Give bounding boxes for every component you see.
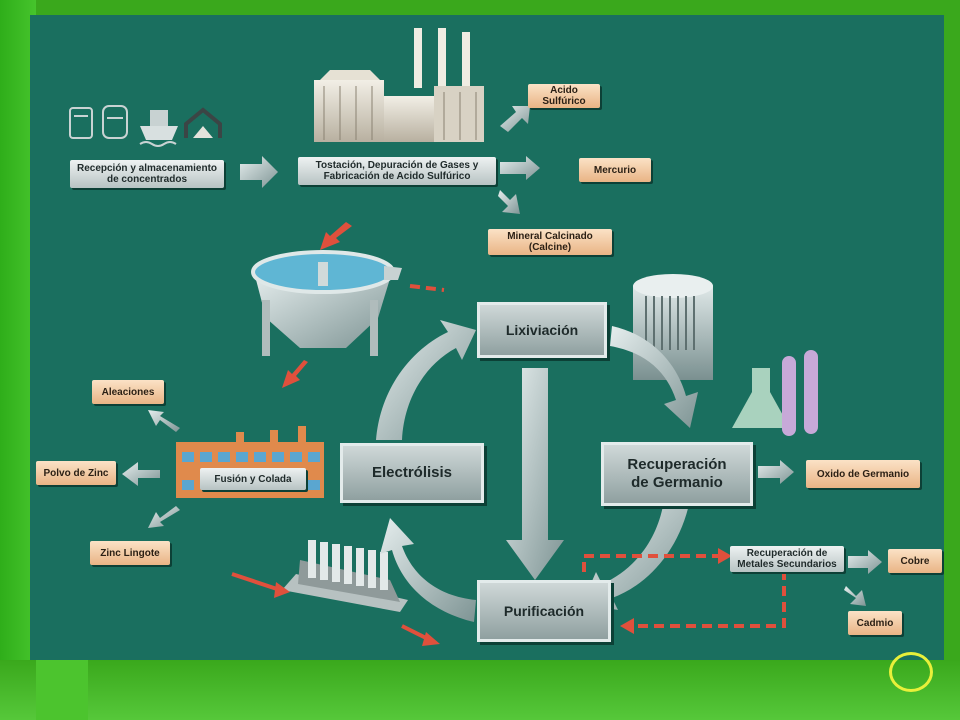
arrow-to-electrolisis: [380, 518, 476, 622]
label-mercurio: Mercurio: [579, 158, 651, 182]
arrow-to-lixiviacion: [376, 320, 476, 440]
label-acido-sulfurico: Acido Sulfúrico: [528, 84, 600, 108]
arrow-lixiviacion-to-purificacion: [506, 368, 564, 580]
box-lixiviacion: Lixiviación: [477, 302, 607, 358]
background-corner: [36, 660, 88, 720]
red-arrows: [231, 222, 786, 646]
train-icon: [102, 105, 128, 139]
leach-tank-icon: [633, 274, 713, 380]
background-bottom-strip: [0, 660, 960, 720]
label-cadmio: Cadmio: [848, 611, 902, 635]
label-rec-metales: Recuperación de Metales Secundarios: [730, 546, 844, 572]
electrolysis-cells-icon: [282, 540, 408, 612]
lab-glassware-icon: [732, 350, 818, 436]
arrow-to-recuperacion: [610, 326, 698, 428]
warehouse-icon: [184, 107, 222, 138]
label-mineral-calcinado: Mineral Calcinado (Calcine): [488, 229, 612, 255]
label-fusion-colada: Fusión y Colada: [200, 468, 306, 490]
purificacion-text: Purificación: [503, 603, 585, 619]
flow-arrows: [122, 106, 882, 606]
label-oxido-germanio: Oxido de Germanio: [806, 460, 920, 488]
label-zinc-lingote: Zinc Lingote: [90, 541, 170, 565]
ship-icon: [139, 110, 178, 147]
box-purificacion: Purificación: [477, 580, 611, 642]
label-recepcion: Recepción y almacenamiento de concentrad…: [70, 160, 224, 188]
box-electrolisis: Electrólisis: [340, 443, 484, 503]
label-aleaciones: Aleaciones: [92, 380, 164, 404]
electrolisis-text: Electrólisis: [371, 464, 453, 481]
label-polvo-zinc: Polvo de Zinc: [36, 461, 116, 485]
slide-nav-ring-icon[interactable]: [889, 652, 933, 692]
truck-icon: [69, 107, 93, 139]
box-recuperacion-germanio: Recuperación de Germanio: [601, 442, 753, 506]
thickener-tank-icon: [251, 250, 402, 356]
lixiviacion-text: Lixiviación: [505, 322, 579, 338]
label-cobre: Cobre: [888, 549, 942, 573]
label-tostacion: Tostación, Depuración de Gases y Fabrica…: [298, 157, 496, 185]
factory-icon: [314, 28, 484, 142]
recuperacion-germanio-text: Recuperación de Germanio: [627, 456, 727, 491]
